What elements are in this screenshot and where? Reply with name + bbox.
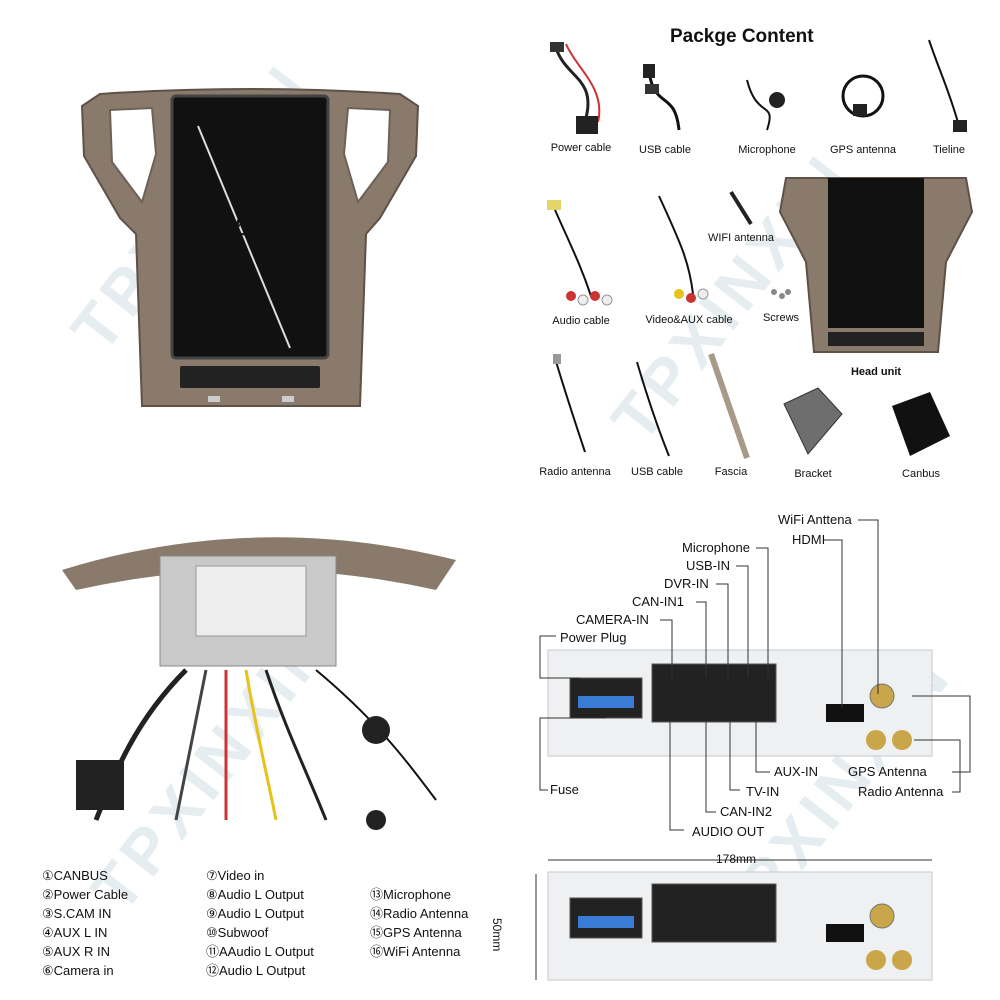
package-item-canbus: Canbus bbox=[876, 386, 966, 480]
package-item-gps-antenna: GPS antenna bbox=[818, 60, 908, 156]
package-item-label: Video&AUX cable bbox=[645, 314, 733, 326]
legend-item: ⑨Audio L Output bbox=[206, 906, 304, 921]
label-can-in2: CAN-IN2 bbox=[720, 804, 773, 819]
legend-item: ②Power Cable bbox=[42, 887, 129, 902]
label-camera-in: CAMERA-IN bbox=[576, 612, 649, 627]
package-item-usb-cable: USB cable bbox=[620, 60, 710, 156]
legend-item: ⑭Radio Antenna bbox=[370, 906, 469, 921]
wifi-antenna-icon bbox=[729, 190, 753, 226]
package-item-bracket: Bracket bbox=[768, 384, 858, 480]
package-item-label: Head unit bbox=[850, 366, 902, 378]
gps-antenna-icon bbox=[841, 74, 885, 118]
package-item-label: Tieline bbox=[933, 144, 965, 156]
label-audio-out: AUDIO OUT bbox=[692, 824, 765, 839]
wiring-harness-illustration bbox=[62, 537, 456, 830]
wiring-legend-col-3: ⑬Microphone ⑭Radio Antenna ⑮GPS Antenna … bbox=[370, 885, 468, 961]
legend-item: ⑬Microphone bbox=[370, 887, 451, 902]
label-microphone: Microphone bbox=[682, 540, 750, 555]
tieline-icon bbox=[928, 39, 967, 132]
microphone-icon bbox=[746, 79, 785, 131]
package-title: Packge Content bbox=[670, 26, 814, 47]
label-can-in1: CAN-IN1 bbox=[632, 594, 685, 609]
back-panel-diagram bbox=[535, 519, 971, 981]
audio-cable-icon bbox=[547, 200, 613, 306]
legend-item: ⑩Subwoof bbox=[206, 925, 269, 940]
legend-item: ⑥Camera in bbox=[42, 963, 114, 978]
package-item-label: Canbus bbox=[902, 468, 940, 480]
package-item-label: Radio antenna bbox=[539, 466, 611, 478]
legend-item: ④AUX L IN bbox=[42, 925, 108, 940]
wiring-legend-col-1: ①CANBUS ②Power Cable ③S.CAM IN ④AUX L IN… bbox=[42, 866, 128, 980]
video-aux-cable-icon bbox=[658, 195, 709, 303]
package-item-label: Power cable bbox=[550, 142, 612, 154]
legend-item: ⑯WiFi Antenna bbox=[370, 944, 461, 959]
label-hdmi: HDMI bbox=[792, 532, 826, 547]
canbus-icon bbox=[892, 392, 950, 456]
package-item-label: Screws bbox=[762, 312, 800, 324]
label-fuse: Fuse bbox=[550, 782, 579, 797]
legend-item: ⑮GPS Antenna bbox=[370, 925, 462, 940]
package-item-label: Fascia bbox=[714, 466, 748, 478]
head-unit-icon bbox=[778, 177, 974, 353]
package-item-head-unit: Head unit bbox=[778, 172, 974, 378]
label-radio-antenna: Radio Antenna bbox=[858, 784, 944, 799]
label-usb-in: USB-IN bbox=[686, 558, 731, 573]
package-item-label: USB cable bbox=[639, 144, 691, 156]
package-item-video-aux-cable: Video&AUX cable bbox=[644, 190, 734, 326]
usb-cable-icon bbox=[636, 361, 670, 457]
head-unit-front-illustration bbox=[80, 88, 420, 407]
label-gps-antenna: GPS Antenna bbox=[848, 764, 927, 779]
head-unit-front bbox=[80, 86, 420, 416]
legend-item: ⑤AUX R IN bbox=[42, 944, 110, 959]
legend-item: ⑧Audio L Output bbox=[206, 887, 304, 902]
usb-cable-icon bbox=[643, 64, 681, 131]
package-item-power-cable: Power cable bbox=[536, 38, 626, 154]
fascia-icon bbox=[708, 353, 750, 459]
package-item-usb-cable-2: USB cable bbox=[612, 356, 702, 478]
package-item-label: GPS antenna bbox=[829, 144, 897, 156]
package-item-audio-cable: Audio cable bbox=[536, 196, 626, 327]
package-item-label: Audio cable bbox=[552, 315, 610, 327]
legend-item: ⑪AAudio L Output bbox=[206, 944, 314, 959]
dimension-width: 178mm bbox=[716, 852, 757, 866]
label-aux-in: AUX-IN bbox=[774, 764, 819, 779]
package-item-microphone: Microphone bbox=[722, 60, 812, 156]
wiring-legend-col-2: ⑦Video in ⑧Audio L Output ⑨Audio L Outpu… bbox=[206, 866, 314, 980]
legend-item: ③S.CAM IN bbox=[42, 906, 112, 921]
package-item-label: WIFI antenna bbox=[707, 232, 775, 244]
package-item-label: Bracket bbox=[794, 468, 832, 480]
label-tv-in: TV-IN bbox=[746, 784, 780, 799]
package-item-label: USB cable bbox=[631, 466, 683, 478]
power-cable-icon bbox=[550, 42, 601, 134]
legend-item: ①CANBUS bbox=[42, 868, 108, 883]
package-item-wifi-antenna: WIFI antenna bbox=[696, 188, 786, 244]
label-wifi-antenna: WiFi Anttena bbox=[778, 512, 852, 527]
package-item-fascia: Fascia bbox=[686, 350, 776, 478]
label-power-plug: Power Plug bbox=[560, 630, 627, 645]
package-item-tieline: Tieline bbox=[904, 30, 994, 156]
legend-item: ⑦Video in bbox=[206, 868, 265, 883]
dimension-height: 50mm bbox=[490, 918, 504, 952]
screws-icon bbox=[771, 289, 791, 299]
bracket-icon bbox=[783, 387, 843, 455]
radio-antenna-icon bbox=[553, 354, 586, 453]
wiring-harness bbox=[56, 520, 476, 865]
package-item-radio-antenna: Radio antenna bbox=[530, 352, 620, 478]
screen-size-label: 13.6 inch bbox=[196, 210, 310, 241]
legend-item: ⑫Audio L Output bbox=[206, 963, 306, 978]
label-dvr-in: DVR-IN bbox=[664, 576, 709, 591]
package-item-screws: Screws bbox=[736, 284, 826, 324]
package-item-label: Microphone bbox=[738, 144, 796, 156]
